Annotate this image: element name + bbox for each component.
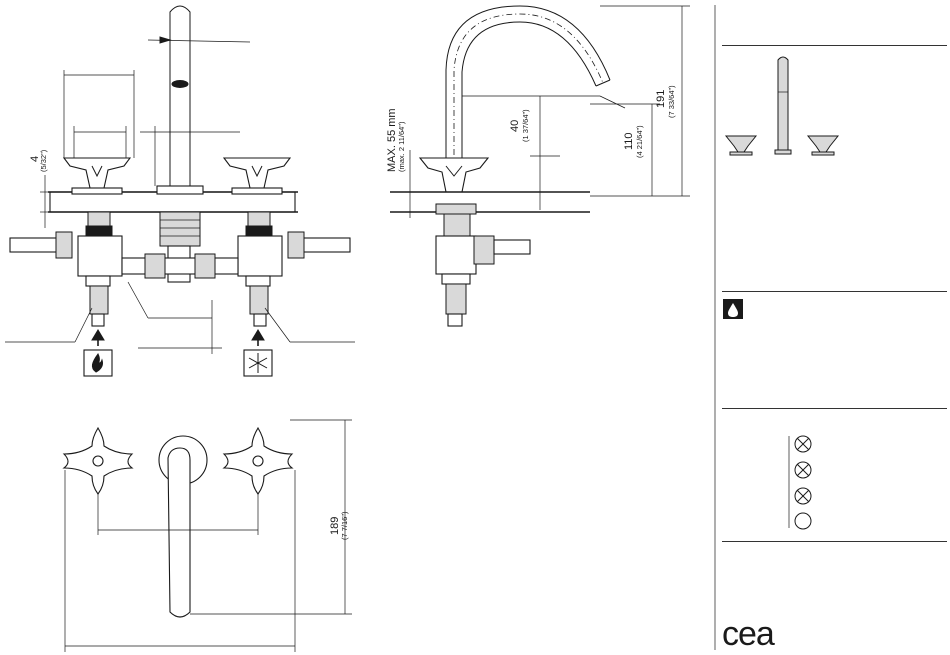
- deck-thickness-inch-label: (5/32"): [39, 149, 48, 172]
- snowflake-icon: [244, 350, 272, 376]
- total-height-label: 191: [655, 90, 667, 108]
- panel-rule: [722, 291, 947, 292]
- brand-logo: cea: [722, 617, 774, 651]
- spout-outlet-inch-label: (4 21/64"): [635, 125, 644, 158]
- water-drop-icon: [723, 299, 743, 319]
- spout-outlet-label: 110: [623, 132, 635, 150]
- panel-rule: [722, 408, 947, 409]
- depth-inch-label: (7 7/16"): [340, 511, 349, 540]
- top-view: 189 (7 7/16"): [64, 420, 352, 652]
- panel-rule: [722, 541, 947, 542]
- crossed-circle-icon: [795, 436, 811, 452]
- finish-options: [789, 436, 811, 529]
- open-circle-icon: [795, 513, 811, 529]
- flame-icon: [84, 350, 112, 376]
- reach-inch-label: (1 37/64"): [521, 109, 530, 142]
- max-deck-inch-label: (max. 2 11/64"): [397, 121, 406, 172]
- front-view: 4 (5/32"): [5, 6, 355, 376]
- cross-handle-icon: [726, 136, 756, 155]
- crossed-circle-icon: [795, 462, 811, 478]
- panel-rule: [722, 45, 947, 46]
- cross-handle-icon: [808, 136, 838, 155]
- spout-icon: [775, 57, 791, 154]
- side-view: MAX. 55 mm (max. 2 11/64") 40 (1 37/64")…: [386, 6, 690, 326]
- product-icons: [726, 57, 838, 155]
- crossed-circle-icon: [795, 488, 811, 504]
- reach-label: 40: [509, 120, 521, 132]
- total-height-inch-label: (7 33/64"): [667, 85, 676, 118]
